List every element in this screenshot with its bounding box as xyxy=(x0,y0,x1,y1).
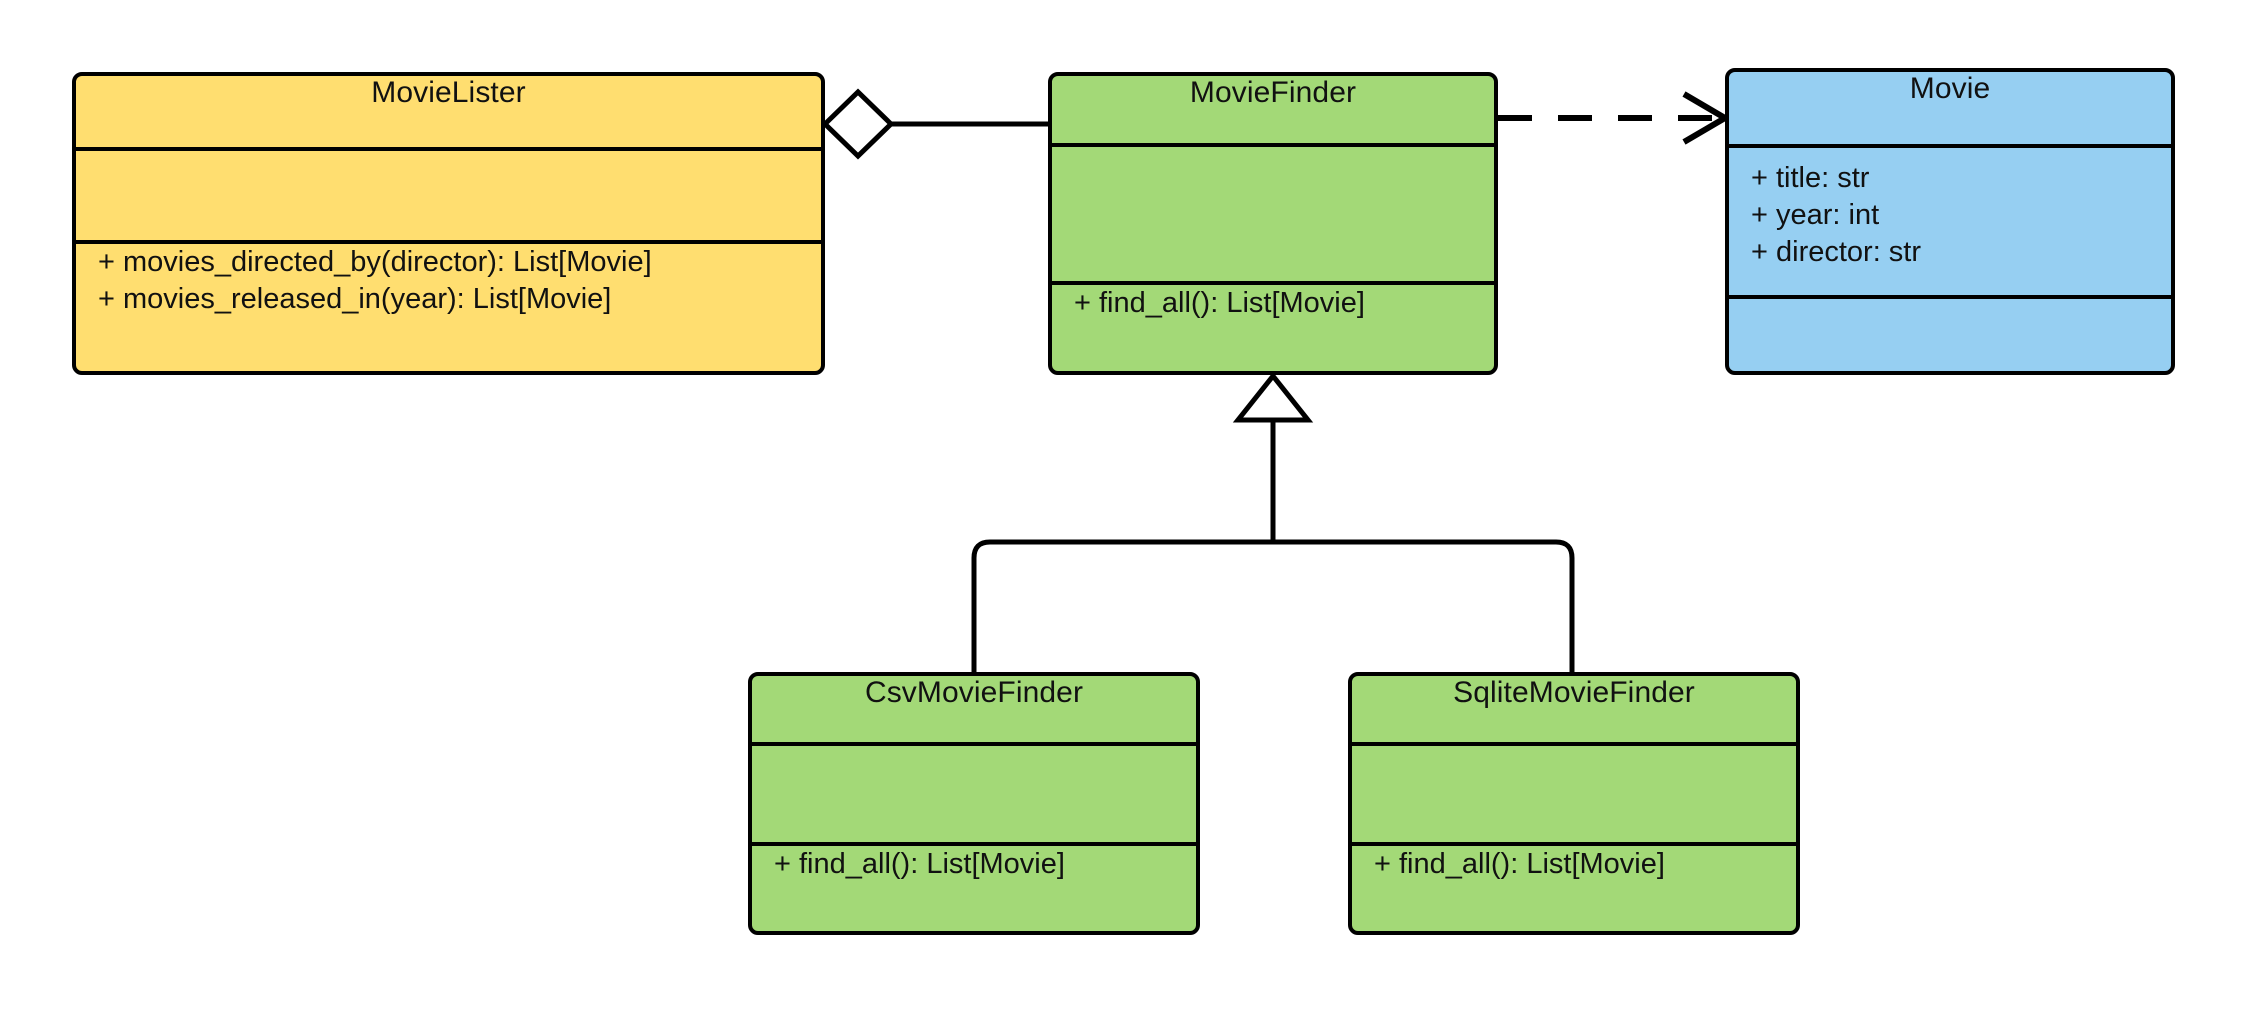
class-name-movie: Movie xyxy=(1909,72,1991,105)
class-name-csv-movie-finder: CsvMovieFinder xyxy=(864,676,1084,709)
class-name-movie-finder: MovieFinder xyxy=(1189,76,1357,109)
attributes-compartment-movie: + title: str + year: int + director: str xyxy=(1729,144,2171,295)
methods-compartment-movie xyxy=(1729,295,2171,371)
attributes-compartment-csv-movie-finder xyxy=(752,742,1196,842)
class-box-movie-lister[interactable]: MovieLister + movies_directed_by(directo… xyxy=(72,72,825,375)
relationship-aggregation-lister-finder xyxy=(821,88,1048,160)
method-item: + find_all(): List[Movie] xyxy=(774,848,1065,880)
class-box-sqlite-movie-finder[interactable]: SqliteMovieFinder + find_all(): List[Mov… xyxy=(1348,672,1800,935)
relationship-generalization-subclasses-finder xyxy=(971,371,1575,672)
attribute-item: + year: int xyxy=(1751,198,1880,231)
class-name-sqlite-movie-finder: SqliteMovieFinder xyxy=(1453,676,1695,709)
attributes-compartment-sqlite-movie-finder xyxy=(1352,742,1796,842)
class-box-movie[interactable]: Movie + title: str + year: int + directo… xyxy=(1725,68,2175,375)
method-item: + movies_directed_by(director): List[Mov… xyxy=(98,246,652,278)
hollow-triangle-marker xyxy=(1232,371,1314,423)
open-arrow-marker xyxy=(1682,91,1731,145)
class-name-movie-lister: MovieLister xyxy=(371,76,526,109)
method-item: + movies_released_in(year): List[Movie] xyxy=(98,282,612,315)
methods-compartment-movie-finder: + find_all(): List[Movie] xyxy=(1052,281,1494,371)
relationship-dependency-finder-movie xyxy=(1498,91,1731,145)
methods-compartment-csv-movie-finder: + find_all(): List[Movie] xyxy=(752,842,1196,927)
class-box-movie-finder[interactable]: MovieFinder + find_all(): List[Movie] xyxy=(1048,72,1498,375)
method-item: + find_all(): List[Movie] xyxy=(1374,848,1665,880)
generalization-fork xyxy=(971,539,1575,672)
method-item: + find_all(): List[Movie] xyxy=(1074,287,1365,319)
attributes-compartment-movie-finder xyxy=(1052,143,1494,281)
methods-compartment-movie-lister: + movies_directed_by(director): List[Mov… xyxy=(76,240,821,371)
attributes-compartment-movie-lister xyxy=(76,147,821,240)
class-box-csv-movie-finder[interactable]: CsvMovieFinder + find_all(): List[Movie] xyxy=(748,672,1200,935)
methods-compartment-sqlite-movie-finder: + find_all(): List[Movie] xyxy=(1352,842,1796,927)
attribute-item: + director: str xyxy=(1751,235,1922,268)
attribute-item: + title: str xyxy=(1751,162,1870,194)
hollow-diamond-marker xyxy=(821,88,895,160)
